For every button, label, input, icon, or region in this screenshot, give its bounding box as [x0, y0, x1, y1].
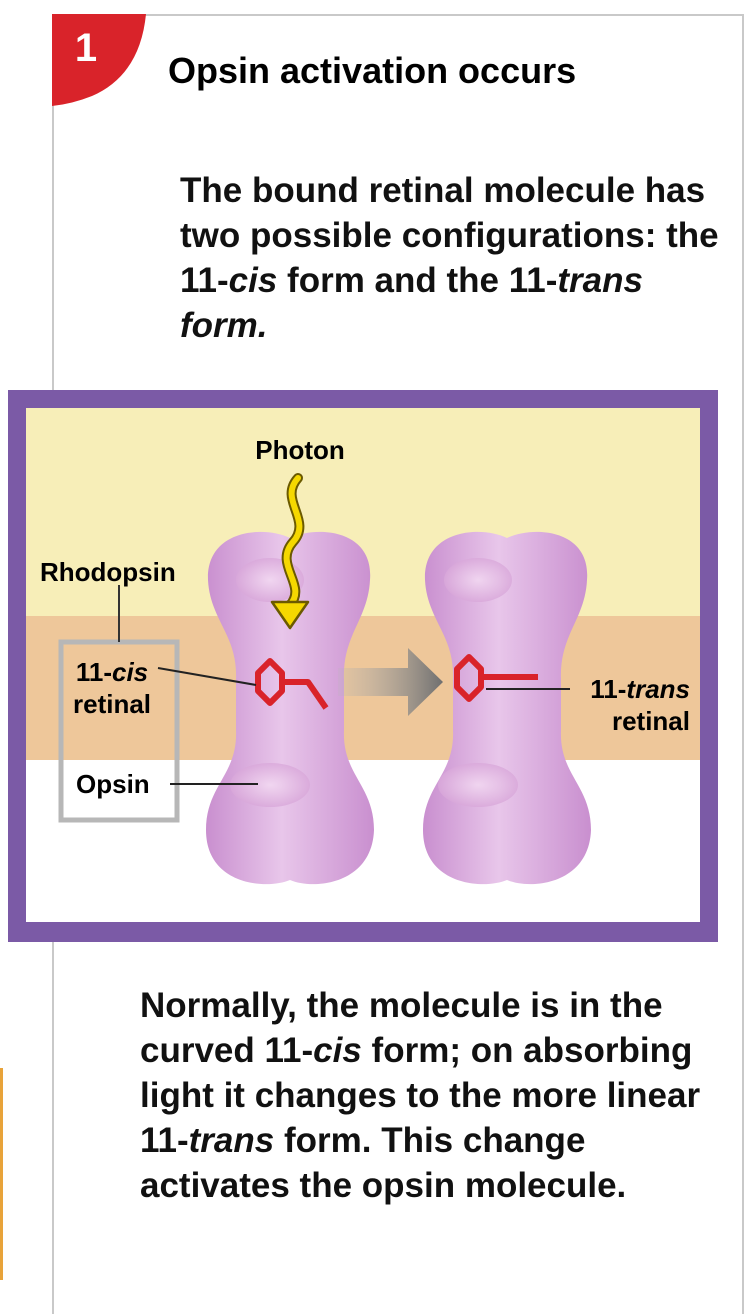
photon-arrow	[270, 473, 310, 630]
step-tab	[52, 14, 146, 106]
photon-label: Photon	[255, 435, 345, 465]
cis-leader-line	[157, 667, 257, 686]
rhodopsin-diagram	[8, 390, 718, 942]
orange-edge-strip	[0, 1068, 3, 1280]
opsin-molecule-left	[206, 531, 374, 885]
opsin-molecule-right	[423, 531, 591, 885]
transition-arrow	[338, 648, 443, 716]
trans-retinal-molecule	[454, 654, 538, 702]
intro-paragraph: The bound retinal molecule has two possi…	[180, 171, 719, 345]
step-title: Opsin activation occurs	[168, 50, 577, 91]
step-number: 1	[74, 26, 98, 70]
conclusion-paragraph: Normally, the molecule is in the curved …	[140, 986, 701, 1205]
rhodopsin-label: Rhodopsin	[40, 557, 176, 587]
opsin-label: Opsin	[76, 769, 150, 799]
cis-retinal-molecule	[255, 658, 329, 710]
